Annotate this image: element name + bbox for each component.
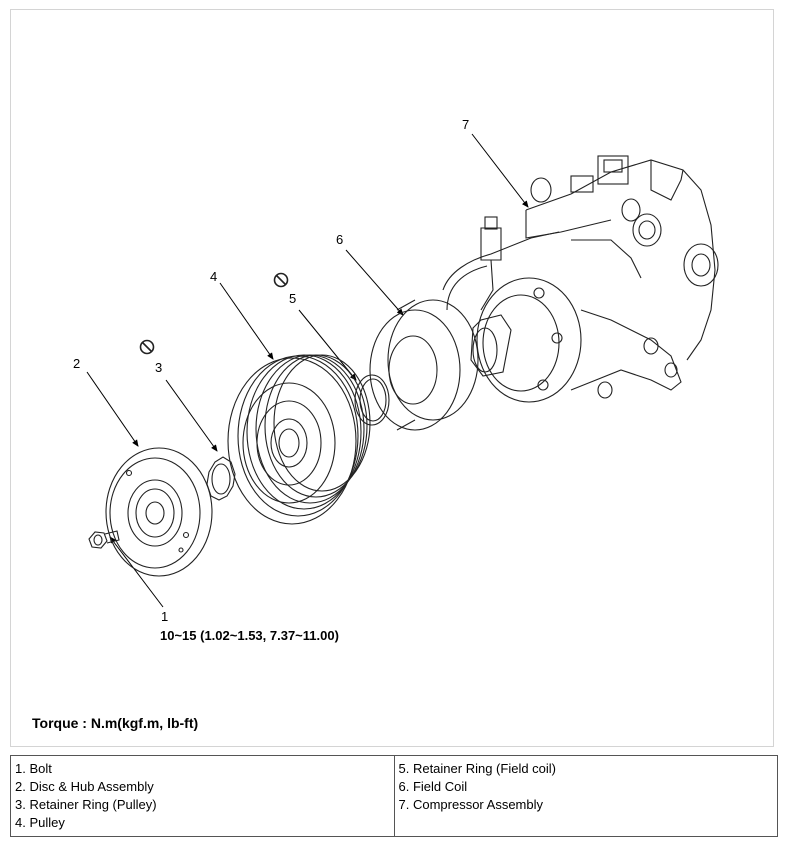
legend-item-retainer-ring-field-coil: 5. Retainer Ring (Field coil) <box>398 761 557 776</box>
torque-caption: Torque : N.m(kgf.m, lb-ft) <box>32 715 199 731</box>
legend-item-disc-hub: 2. Disc & Hub Assembly <box>15 779 154 794</box>
legend-item-pulley: 4. Pulley <box>15 815 65 830</box>
exploded-diagram: 1 2 3 4 5 6 7 10~15 (1.02~1.53, 7.37~11.… <box>10 9 774 747</box>
callout-4: 4 <box>210 269 218 284</box>
part-field-coil <box>369 299 479 431</box>
leader-lines <box>86 133 529 608</box>
callout-3: 3 <box>155 360 163 375</box>
diagram-drawing <box>86 133 719 608</box>
legend-column-right: 5. Retainer Ring (Field coil) 6. Field C… <box>393 756 778 836</box>
callout-1: 1 <box>161 609 169 624</box>
part-compressor <box>442 155 719 403</box>
do-not-reuse-icon-3 <box>139 339 155 355</box>
legend-item-compressor: 7. Compressor Assembly <box>398 797 544 812</box>
legend-item-field-coil: 6. Field Coil <box>398 779 468 794</box>
legend-item-retainer-ring-pulley: 3. Retainer Ring (Pulley) <box>15 797 157 812</box>
legend-item-bolt: 1. Bolt <box>15 761 52 776</box>
callout-5: 5 <box>289 291 297 306</box>
callout-6: 6 <box>336 232 344 247</box>
part-retainer-ring-pulley <box>206 456 236 501</box>
callout-7: 7 <box>462 117 470 132</box>
legend-column-left: 1. Bolt 2. Disc & Hub Assembly 3. Retain… <box>11 756 394 836</box>
callout-2: 2 <box>73 356 81 371</box>
part-disc-hub <box>105 447 213 577</box>
part-retainer-ring-field-coil <box>354 374 390 426</box>
torque-spec: 10~15 (1.02~1.53, 7.37~11.00) <box>160 628 339 643</box>
part-bolt <box>88 530 120 549</box>
legend-table: 1. Bolt 2. Disc & Hub Assembly 3. Retain… <box>10 755 778 837</box>
do-not-reuse-icon-5 <box>273 272 289 288</box>
part-pulley <box>227 354 371 525</box>
